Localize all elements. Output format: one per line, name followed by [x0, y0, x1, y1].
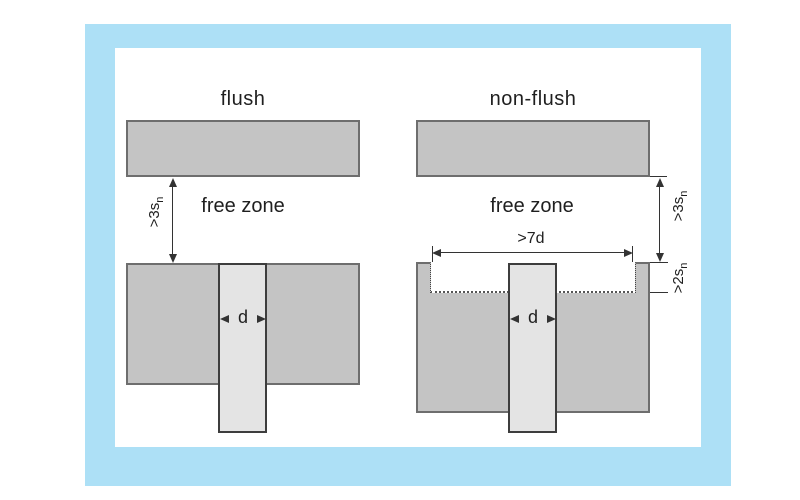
recess-width-label: >7d — [517, 230, 545, 247]
dim-arrowhead-left — [510, 315, 519, 323]
sensor-barrel — [508, 263, 557, 433]
clearance-label-sub: n — [678, 190, 690, 197]
clearance-label-main: >3s — [670, 196, 687, 222]
extension-line-right — [632, 246, 633, 262]
plate-bottom-tick — [650, 176, 667, 177]
dim-arrowhead-down — [169, 254, 177, 263]
dim-arrowhead-left — [432, 249, 441, 257]
recess-floor-tick — [650, 292, 668, 293]
diameter-label: d — [237, 307, 248, 327]
free-zone-label: free zone — [490, 195, 574, 217]
flush-title: flush — [220, 88, 266, 110]
dim-arrowhead-left — [220, 315, 229, 323]
mounting-block-wall-right — [635, 262, 650, 293]
recess-depth-label-sub: n — [678, 262, 690, 269]
target-plate — [126, 120, 360, 177]
wall-top-tick — [650, 262, 668, 263]
clearance-label: >3sn — [669, 176, 690, 236]
recess-depth-label-main: >2s — [670, 268, 687, 294]
dim-arrowhead-up — [169, 178, 177, 187]
dim-arrowhead-right — [547, 315, 556, 323]
clearance-label-sub: n — [154, 196, 166, 203]
recess-depth-label: >2sn — [669, 248, 690, 308]
mounting-block-wall-left — [416, 262, 431, 293]
recess-width-dimension-line — [436, 252, 629, 253]
dim-arrowhead-right — [624, 249, 633, 257]
diameter-label: d — [527, 307, 538, 327]
clearance-label-main: >3s — [146, 202, 163, 228]
non-flush-title: non-flush — [489, 88, 577, 110]
sensor-barrel — [218, 263, 267, 433]
free-zone-dimension-line — [659, 181, 660, 259]
free-zone-dimension-line — [172, 181, 173, 259]
free-zone-label: free zone — [201, 195, 285, 217]
dim-arrowhead-up — [656, 178, 664, 187]
extension-line-left — [432, 246, 433, 262]
dim-arrowhead-down — [656, 253, 664, 262]
target-plate — [416, 120, 650, 177]
dim-arrowhead-right — [257, 315, 266, 323]
clearance-label: >3sn — [145, 182, 166, 242]
